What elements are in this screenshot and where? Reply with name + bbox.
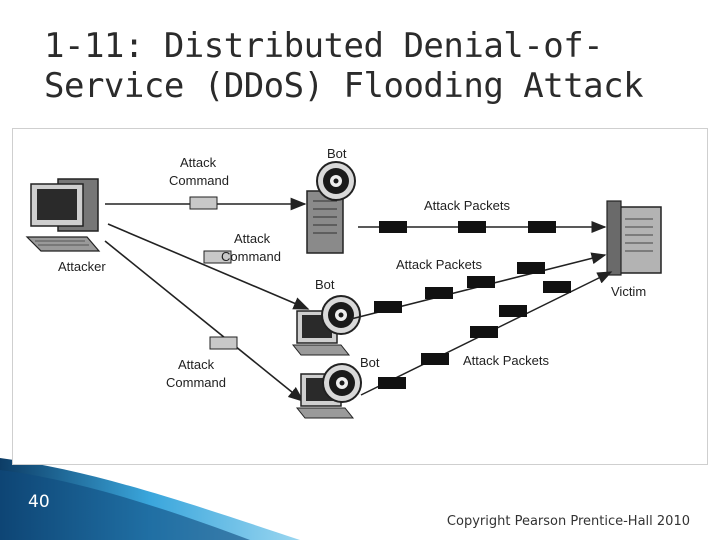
command-label-2-bottom: Command [221,249,281,264]
attack-packet [425,287,453,299]
command-arrow-2 [107,223,310,310]
bot-disc-icon [322,363,362,403]
corner-decoration [0,458,300,540]
copyright-notice: Copyright Pearson Prentice-Hall 2010 [446,514,690,529]
bot-disc-icon [321,295,361,335]
bot-label-1: Bot [327,146,347,161]
command-label-3-top: Attack [178,357,215,372]
attack-packet [543,281,571,293]
command-label-3-bottom: Command [166,375,226,390]
command-label-1-bottom: Command [169,173,229,188]
ddos-diagram-canvas: Attacker Attack Command Attack Command A… [25,146,662,419]
packets-label-3: Attack Packets [463,353,549,368]
command-arrow-3 [104,240,305,403]
attack-packet [421,353,449,365]
bot-disc-icon [316,161,356,201]
attacker-label: Attacker [58,259,106,274]
attack-packet [499,305,527,317]
attack-packet [458,221,486,233]
bot-server-icon [306,190,344,254]
attack-packet [467,276,495,288]
command-box-2 [203,250,232,264]
command-box-1 [189,196,218,210]
attack-packet [517,262,545,274]
attacker-computer-icon [25,178,101,252]
attack-packet [379,221,407,233]
bot-label-2: Bot [315,277,335,292]
attack-packet [374,301,402,313]
bot-label-3: Bot [360,355,380,370]
attack-packet [378,377,406,389]
victim-server-icon [606,200,662,276]
attack-packet [528,221,556,233]
attack-packet [470,326,498,338]
slide-title: 1-11: Distributed Denial-of- Service (DD… [44,26,644,106]
packets-label-1: Attack Packets [424,198,510,213]
ddos-diagram: Attacker Attack Command Attack Command A… [12,128,708,465]
command-label-2-top: Attack [234,231,271,246]
victim-label: Victim [611,284,646,299]
packets-label-2: Attack Packets [396,257,482,272]
command-box-3 [209,336,238,350]
page-number: 40 [28,492,50,512]
command-label-1-top: Attack [180,155,217,170]
